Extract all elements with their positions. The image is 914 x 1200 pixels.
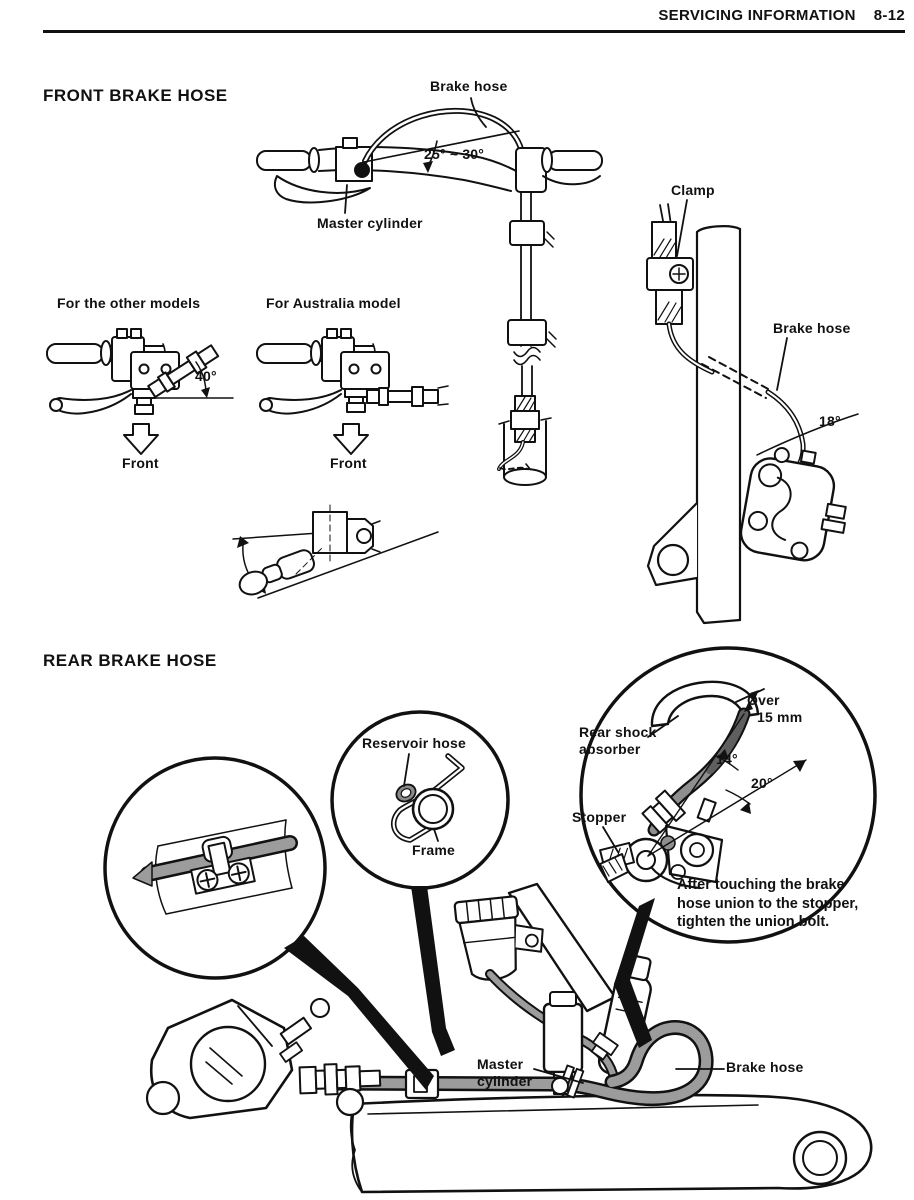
- front-section-heading: FRONT BRAKE HOSE: [43, 86, 228, 105]
- label-union-angle-40: 40°: [195, 368, 217, 384]
- callout-pointer-wedges: [284, 886, 655, 1090]
- label-frame: Frame: [412, 842, 456, 858]
- front-mc-angle-art: [232, 504, 439, 599]
- rear-main-drawing-art: [145, 882, 873, 1194]
- label-master-cylinder-rear: Master cylinder: [477, 1056, 533, 1089]
- label-front-left: Front: [122, 455, 159, 471]
- label-brake-hose-top: Brake hose: [430, 78, 508, 94]
- label-clearance-over: Over: [747, 692, 780, 708]
- label-master-cylinder-front: Master cylinder: [317, 215, 423, 231]
- front-lever-australia-art: [256, 328, 449, 455]
- label-variant-australia: For Australia model: [266, 295, 401, 311]
- header-title: SERVICING INFORMATION: [658, 7, 856, 24]
- label-reservoir-hose: Reservoir hose: [362, 735, 466, 751]
- label-stopper: Stopper: [572, 809, 627, 825]
- front-lever-other-art: [46, 328, 234, 455]
- rear-section-heading: REAR BRAKE HOSE: [43, 651, 217, 670]
- header-rule: [43, 30, 905, 33]
- label-clamp: Clamp: [671, 182, 715, 198]
- rear-clamp-circle-art: [103, 756, 327, 980]
- header-page-number: 8-12: [873, 7, 905, 24]
- label-fork-angle-18: 18°: [819, 413, 841, 429]
- front-fork-leg-art: [646, 199, 859, 625]
- label-brake-hose-fork: Brake hose: [773, 320, 851, 336]
- label-variant-other: For the other models: [57, 295, 201, 311]
- page-header: SERVICING INFORMATION 8-12: [43, 7, 905, 24]
- label-brake-hose-rear: Brake hose: [726, 1059, 804, 1075]
- label-hose-angle: 25° ~ 30°: [424, 146, 485, 162]
- label-front-right: Front: [330, 455, 367, 471]
- rear-stopper-circle-art: [579, 646, 877, 944]
- label-clearance-15mm: 15 mm: [757, 709, 803, 725]
- label-angle-20: 20°: [751, 775, 773, 791]
- rear-reservoir-circle-art: [330, 710, 510, 890]
- front-stem-art: [497, 191, 557, 486]
- label-rear-shock-absorber: Rear shock absorber: [579, 724, 657, 757]
- label-union-note: After touching the brake hose union to t…: [677, 877, 859, 930]
- label-angle-14: 14°: [716, 751, 738, 767]
- front-handlebar-art: [256, 97, 603, 214]
